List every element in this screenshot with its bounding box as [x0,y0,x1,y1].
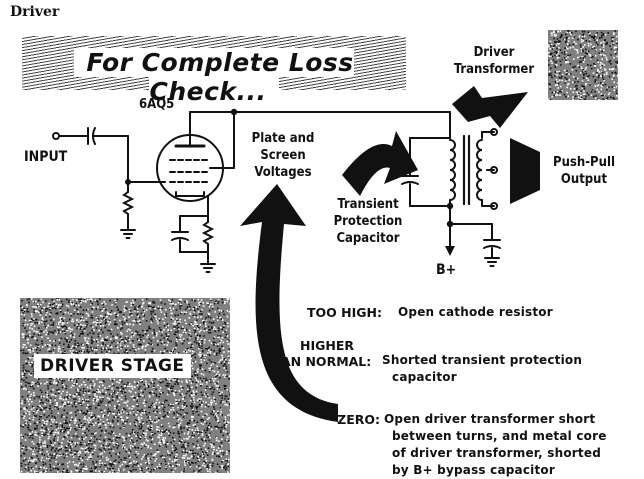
transformer-primary [450,140,455,200]
transformer-arrow [452,86,528,128]
voltage-arrow [240,184,338,422]
fault-desc-zero: Open driver transformer short between tu… [384,411,607,479]
transformer-secondary [477,140,482,200]
transient-arrow [342,131,418,196]
push-pull-output-label: Push-Pull Output [536,154,632,188]
grid-resistor [124,192,132,214]
plate-screen-voltages-label: Plate and Screen Voltages [248,130,318,181]
fault-key-zero: ZERO: [330,412,380,428]
fault-key-higher-than-normal: HIGHER THAN NORMAL: [262,338,382,370]
fault-desc-higher-than-normal: Shorted transient protection capacitor [382,352,582,386]
tube-cathode [176,192,204,196]
fault-key-too-high: TOO HIGH: [290,305,382,321]
bplus-arrow [445,246,455,256]
cathode-resistor [204,222,212,244]
fault-desc-too-high: Open cathode resistor [398,304,553,321]
driver-transformer-label: Driver Transformer [446,44,542,78]
transient-protection-capacitor-label: Transient Protection Capacitor [326,196,410,247]
tube-label: 6AQ5 [139,96,174,113]
bplus-label: B+ [436,262,456,279]
input-label: INPUT [24,149,67,166]
